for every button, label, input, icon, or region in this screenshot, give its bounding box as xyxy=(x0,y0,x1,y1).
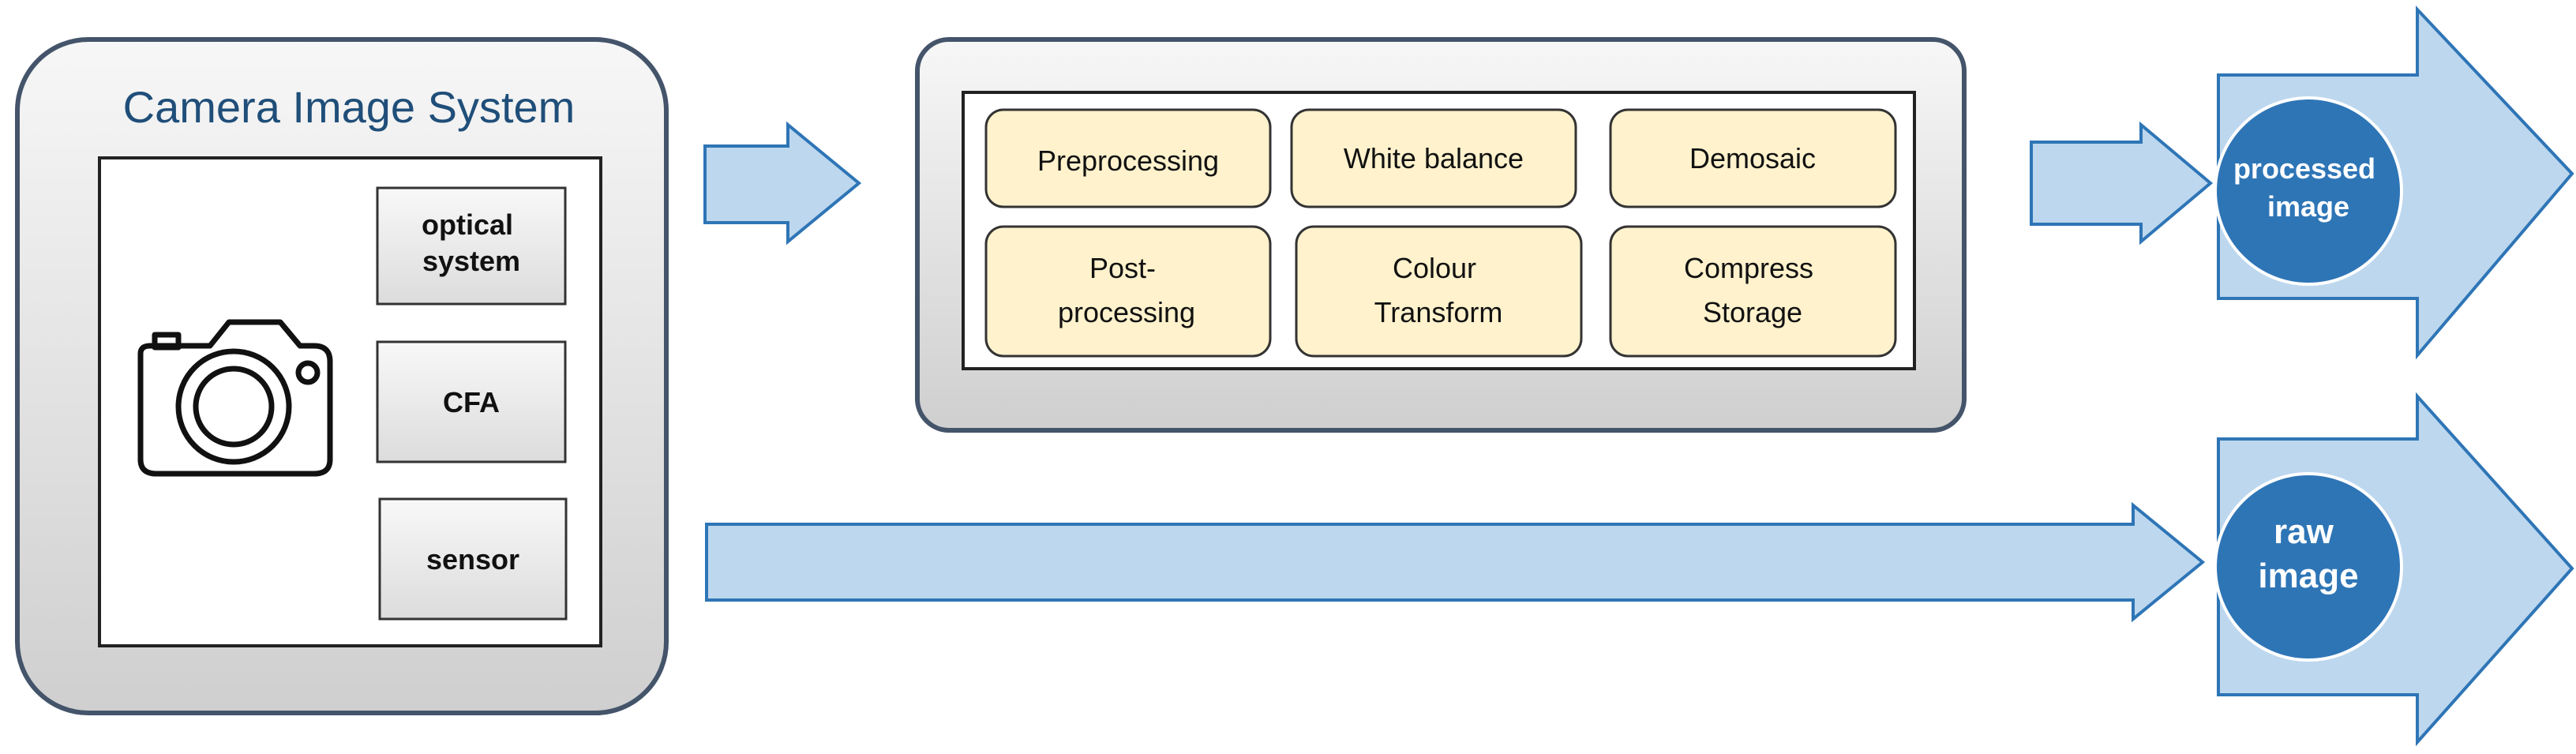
camera-system-title: Camera Image System xyxy=(123,82,576,132)
cfa-box xyxy=(376,340,567,463)
sensor-box xyxy=(378,497,568,621)
stage-preprocessing-label: Preprocessing xyxy=(1037,144,1219,177)
optical-system-label-line1: optical xyxy=(422,208,513,241)
raw-image-label: raw image xyxy=(2258,512,2358,595)
stage-colour-transform-label: Colour Transform xyxy=(1374,252,1503,328)
arrow-raw-path xyxy=(705,501,2206,623)
processed-image-label: processed image xyxy=(2233,152,2383,223)
raw-image-line1: raw xyxy=(2274,512,2334,551)
processed-image-line1: processed xyxy=(2233,152,2375,185)
stage-preprocessing xyxy=(984,108,1272,208)
stage-post-processing-label: Post- processing xyxy=(1058,252,1195,328)
stage-demosaic xyxy=(1609,108,1897,208)
stage-compress-storage-line1: Compress xyxy=(1684,252,1813,284)
optical-system-label-line2: system xyxy=(422,245,520,277)
arrow-to-processed xyxy=(2030,121,2214,246)
raw-image-line2: image xyxy=(2258,557,2358,595)
stage-post-processing xyxy=(984,225,1272,358)
arrow-to-pipeline xyxy=(703,121,862,246)
stage-post-processing-line2: processing xyxy=(1058,296,1195,328)
optical-system-box xyxy=(376,186,567,306)
stage-white-balance xyxy=(1290,108,1577,208)
stage-colour-transform-line1: Colour xyxy=(1393,252,1476,284)
stage-compress-storage-label: Compress Storage xyxy=(1684,252,1821,328)
optical-system-label: optical system xyxy=(422,208,521,277)
stage-post-processing-line1: Post- xyxy=(1089,252,1156,284)
stage-white-balance-label: White balance xyxy=(1344,142,1524,174)
stage-colour-transform xyxy=(1295,225,1583,358)
raw-image-circle xyxy=(2214,472,2403,662)
processed-image-circle xyxy=(2214,96,2403,286)
camera-icon xyxy=(137,319,333,477)
stage-demosaic-label: Demosaic xyxy=(1689,142,1816,174)
sensor-label: sensor xyxy=(426,543,519,576)
stage-compress-storage-line2: Storage xyxy=(1703,296,1802,328)
stage-compress-storage xyxy=(1609,225,1897,358)
processed-image-line2: image xyxy=(2267,190,2349,223)
stage-colour-transform-line2: Transform xyxy=(1374,296,1503,328)
cfa-label: CFA xyxy=(443,386,500,418)
